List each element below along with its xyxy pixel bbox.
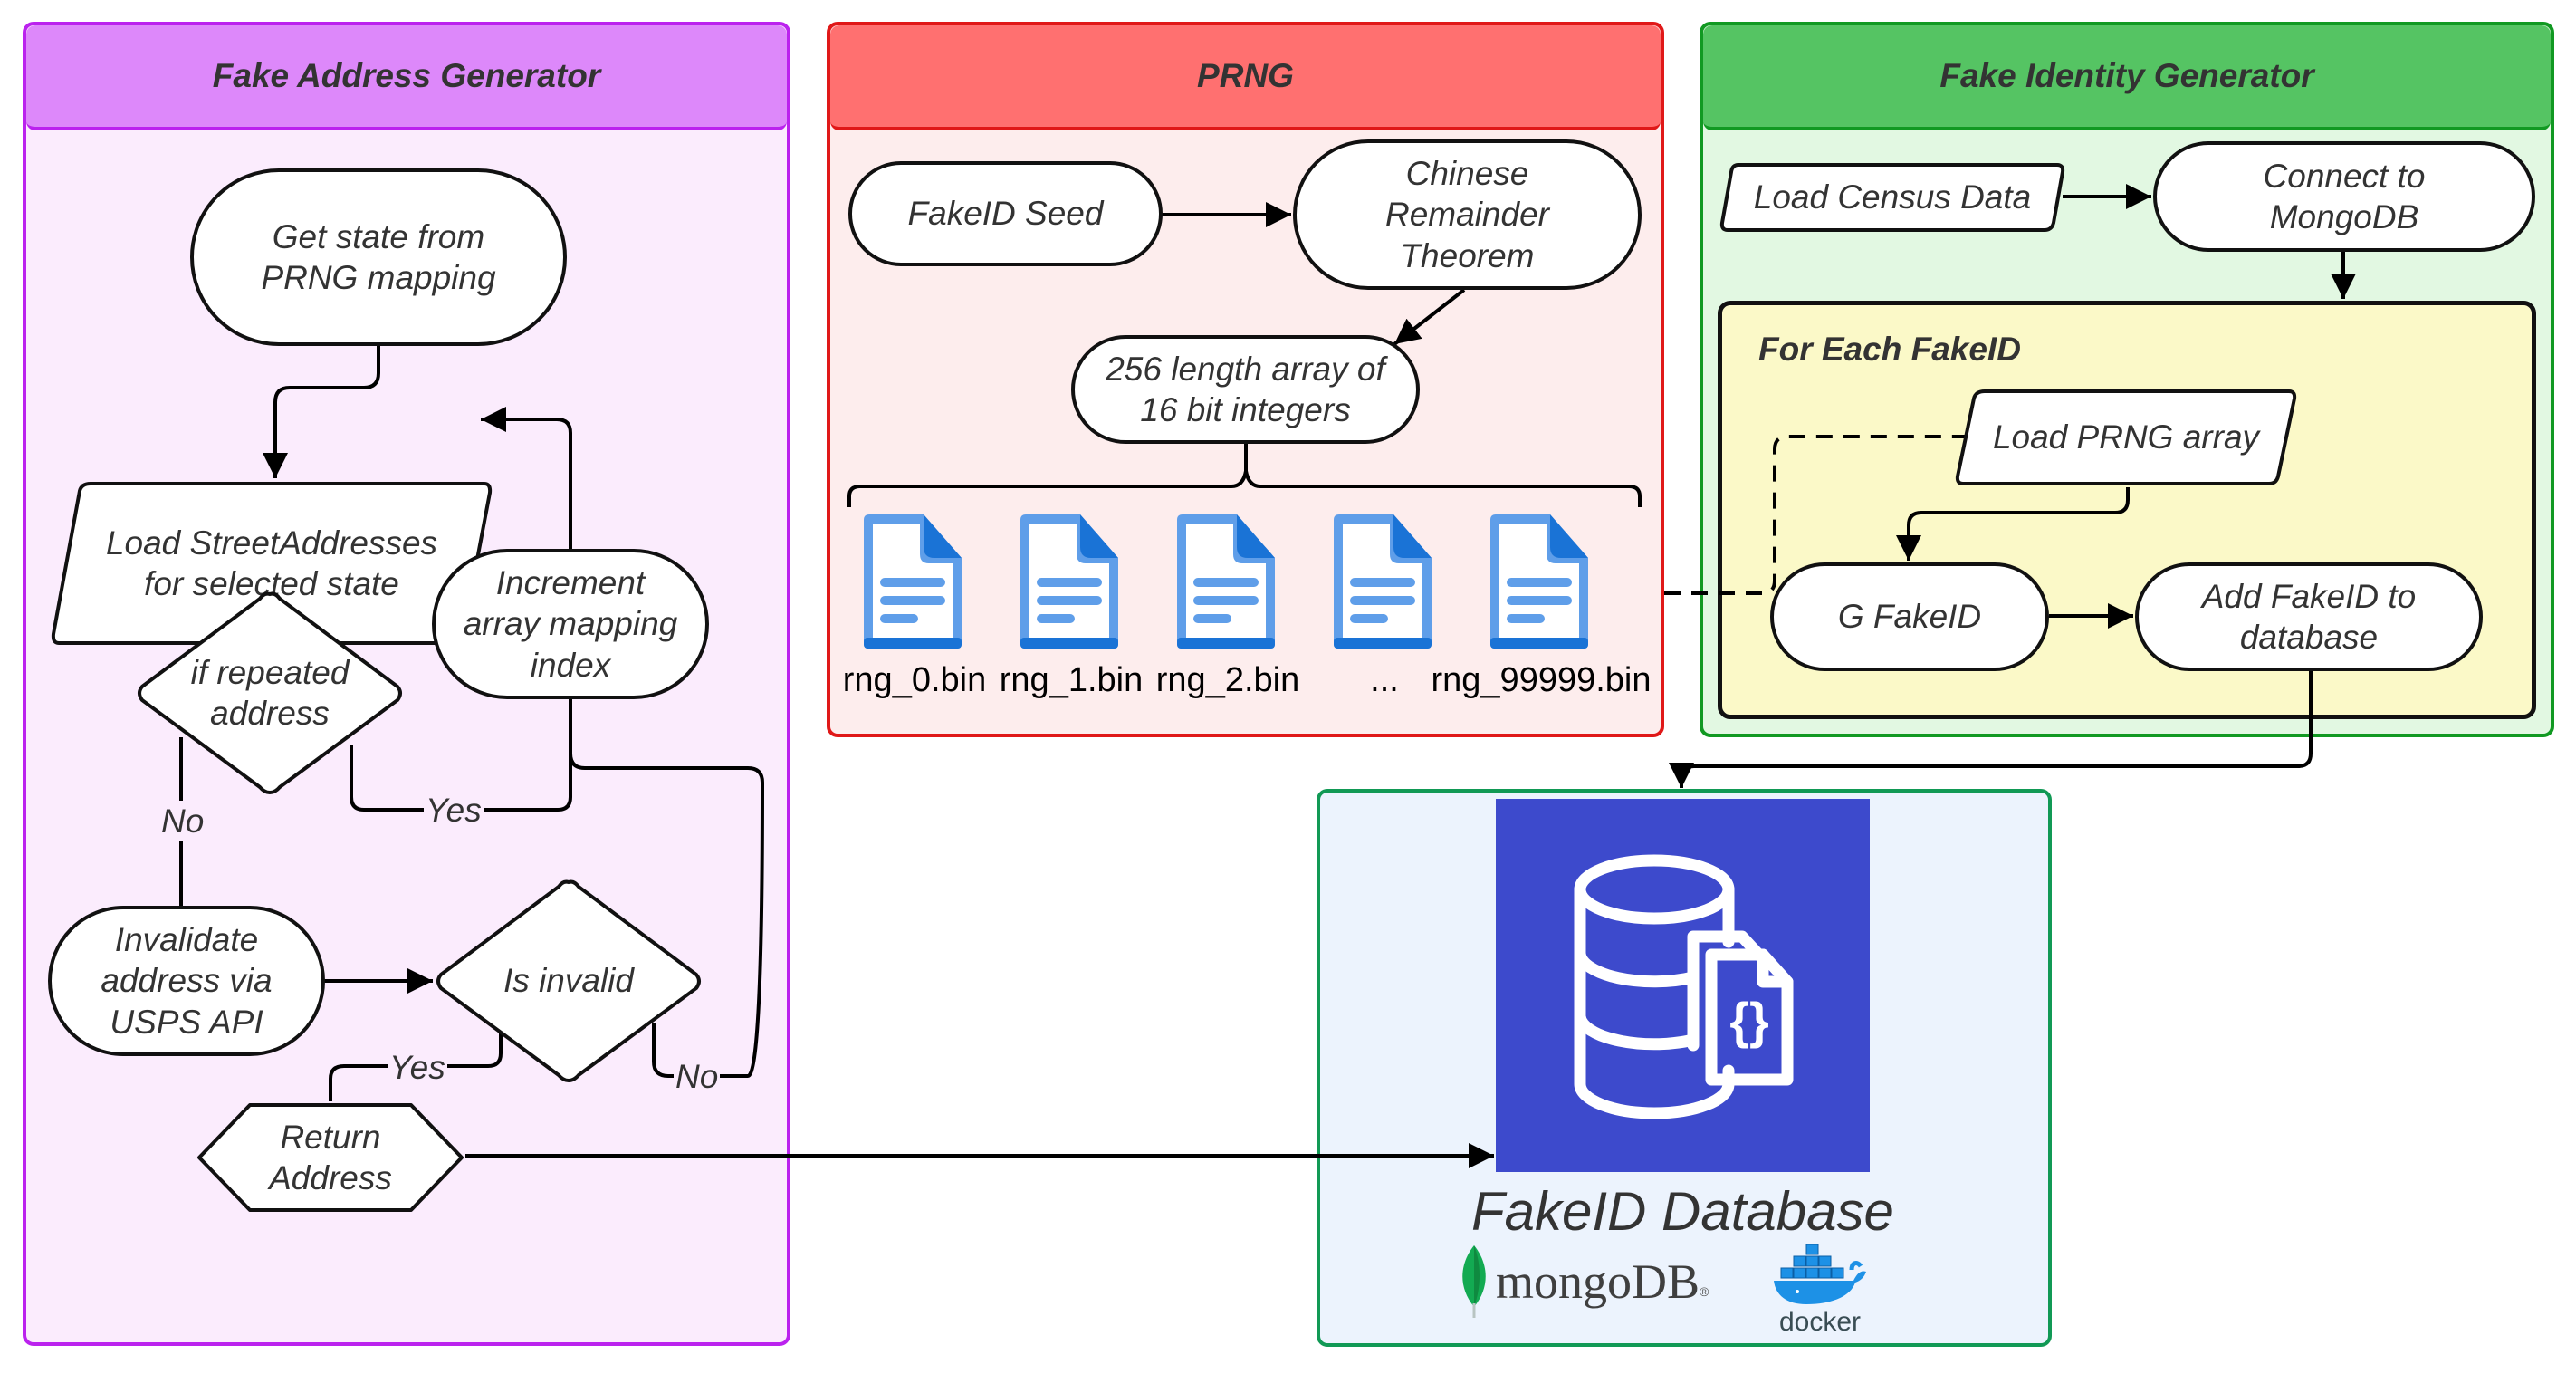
edge-label-repeated-yes: Yes	[424, 792, 484, 829]
docker-logo: docker	[1770, 1243, 1870, 1338]
node-load-prng-array[interactable]: Load PRNG array	[1954, 388, 2298, 487]
mongodb-logo: mongoDB ®	[1456, 1245, 1709, 1318]
fake-identity-generator-title: Fake Identity Generator	[1939, 57, 2314, 94]
prng-header: PRNG	[830, 25, 1661, 130]
prng-file-label: rng_2.bin	[1155, 661, 1300, 699]
prng-file-item[interactable]	[1330, 511, 1439, 656]
document-icon	[1020, 514, 1118, 649]
prng-file-label: rng_0.bin	[842, 661, 987, 699]
node-load-census-data[interactable]: Load Census Data	[1719, 161, 2066, 234]
mongodb-registered-mark: ®	[1700, 1284, 1709, 1299]
document-icon	[864, 514, 962, 649]
node-increment-array-mapping-index[interactable]: Increment array mapping index	[432, 549, 709, 699]
node-is-invalid[interactable]: Is invalid	[434, 879, 704, 1083]
prng-file-item[interactable]	[1487, 511, 1595, 656]
fakeid-database-title: FakeID Database	[1471, 1181, 1894, 1242]
node-g-fakeid[interactable]: G FakeID	[1770, 562, 2049, 671]
node-return-address[interactable]: Return Address	[194, 1101, 467, 1214]
database-json-icon: {}	[1574, 854, 1794, 1119]
node-get-state-from-prng-mapping[interactable]: Get state from PRNG mapping	[190, 168, 567, 346]
prng-file-item[interactable]	[1017, 511, 1125, 656]
database-tile: {}	[1496, 799, 1870, 1172]
parallelogram-shape	[1955, 389, 2297, 485]
prng-file-label: rng_1.bin	[999, 661, 1144, 699]
docker-wordmark: docker	[1778, 1307, 1862, 1337]
hexagon-shape	[197, 1103, 464, 1212]
prng-file-item[interactable]	[860, 511, 969, 656]
fake-address-generator-title: Fake Address Generator	[212, 57, 601, 94]
edge-label-invalid-yes: Yes	[388, 1049, 447, 1086]
fake-address-generator-header: Fake Address Generator	[26, 25, 787, 130]
node-fakeid-seed[interactable]: FakeID Seed	[848, 161, 1163, 266]
fake-identity-generator-header: Fake Identity Generator	[1703, 25, 2551, 130]
prng-file-item[interactable]	[1173, 511, 1282, 656]
document-icon	[1490, 514, 1588, 649]
node-invalidate-address-usps[interactable]: Invalidate address via USPS API	[48, 906, 325, 1056]
edge-label-invalid-no: No	[674, 1058, 721, 1095]
decision-diamond-shape	[436, 879, 701, 1083]
document-icon	[1334, 514, 1432, 649]
mongodb-wordmark: mongoDB	[1496, 1254, 1700, 1309]
prng-title: PRNG	[1197, 57, 1294, 94]
node-connect-to-mongodb[interactable]: Connect to MongoDB	[2153, 141, 2535, 252]
decision-diamond-shape	[138, 591, 402, 795]
prng-file-label: rng_99999.bin	[1431, 661, 1652, 699]
node-add-fakeid-to-database[interactable]: Add FakeID to database	[2135, 562, 2483, 671]
node-if-repeated-address[interactable]: if repeated address	[135, 591, 405, 795]
node-load-street-addresses[interactable]: Load StreetAddresses for selected state	[50, 480, 493, 647]
edge-label-repeated-no: No	[159, 801, 206, 841]
node-chinese-remainder-theorem[interactable]: Chinese Remainder Theorem	[1293, 139, 1642, 290]
node-256-length-array[interactable]: 256 length array of 16 bit integers	[1071, 335, 1420, 444]
parallelogram-shape	[1719, 163, 2065, 232]
svg-text:{}: {}	[1729, 992, 1769, 1049]
document-icon	[1177, 514, 1275, 649]
for-each-fakeid-title: For Each FakeID	[1758, 331, 2021, 368]
docker-whale-icon	[1774, 1244, 1866, 1304]
mongodb-leaf-icon	[1462, 1245, 1486, 1318]
prng-file-label: ...	[1370, 661, 1399, 699]
